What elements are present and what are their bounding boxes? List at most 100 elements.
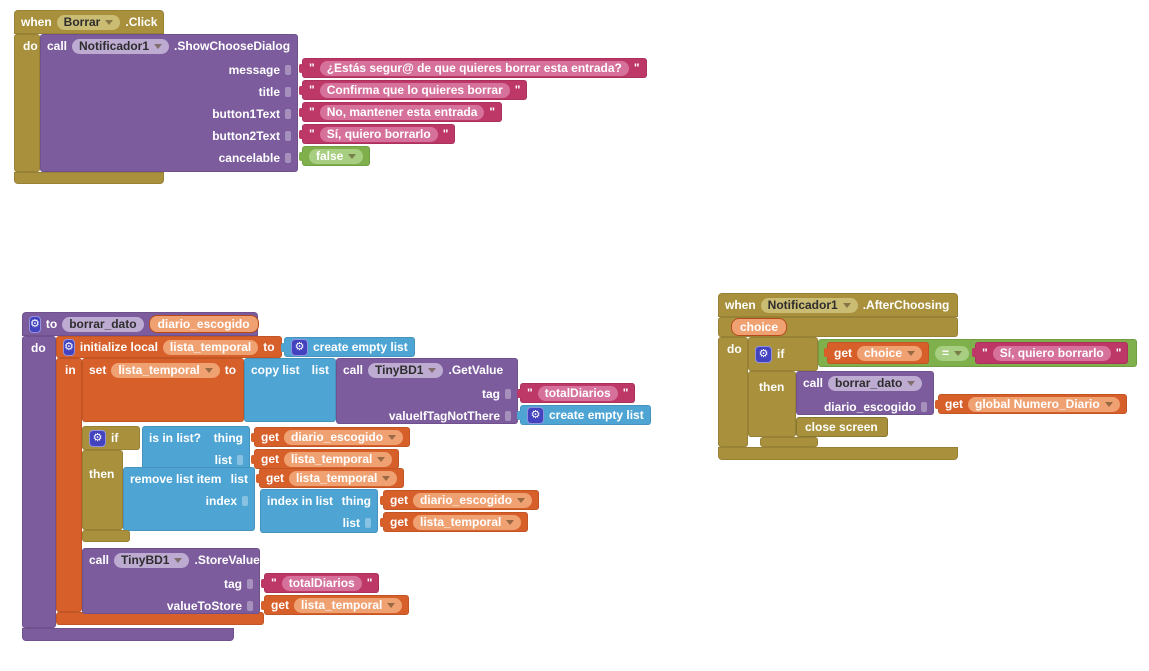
- local-var-name-field[interactable]: lista_temporal: [162, 339, 259, 355]
- block-index-in-list[interactable]: index in list thing list: [260, 489, 378, 533]
- if-footer[interactable]: [760, 437, 818, 447]
- block-when-borrar-click[interactable]: when Borrar .Click do call Notificador1 …: [14, 10, 694, 190]
- procedure-dropdown[interactable]: borrar_dato: [828, 375, 923, 391]
- component-dropdown-borrar[interactable]: Borrar: [56, 14, 121, 30]
- socket-icon: [505, 411, 511, 421]
- block-close-screen[interactable]: close screen: [796, 417, 888, 437]
- var-dropdown[interactable]: lista_temporal: [284, 451, 393, 467]
- get-keyword: get: [834, 346, 852, 360]
- when-afterchoosing-header[interactable]: when Notificador1 .AfterChoosing: [718, 293, 958, 317]
- component-dropdown-notificador1[interactable]: Notificador1: [72, 38, 170, 54]
- when-borrar-header[interactable]: when Borrar .Click: [14, 10, 164, 34]
- mutator-gear-icon[interactable]: ⚙: [89, 429, 106, 447]
- block-logic-equals[interactable]: get choice = " Sí, quiero borrarlo ": [818, 339, 1138, 367]
- component-name: Borrar: [63, 15, 101, 29]
- logic-false-block[interactable]: false: [298, 146, 371, 166]
- text-block-totaldiarios-2[interactable]: " totalDiarios ": [260, 573, 380, 593]
- text-block-button2text[interactable]: " Sí, quiero borrarlo ": [298, 124, 456, 144]
- component-dropdown-notificador1[interactable]: Notificador1: [760, 297, 858, 313]
- var-dropdown[interactable]: diario_escogido: [284, 429, 404, 445]
- block-get-diario-escogido-1[interactable]: get diario_escogido: [250, 427, 411, 447]
- is-in-list-keyword: is in list?: [149, 431, 202, 445]
- text-field[interactable]: totalDiarios: [537, 385, 618, 401]
- var-dropdown[interactable]: global Numero_Diario: [968, 396, 1120, 412]
- block-get-lista-temporal-2[interactable]: get lista_temporal: [255, 468, 405, 488]
- block-procedure-borrar-dato[interactable]: ⚙ to borrar_dato diario_escogido do ⚙ in…: [22, 312, 702, 647]
- block-get-lista-temporal-3[interactable]: get lista_temporal: [379, 512, 529, 532]
- text-field[interactable]: No, mantener esta entrada: [319, 104, 485, 120]
- get-keyword: get: [266, 471, 284, 485]
- var-dropdown[interactable]: lista_temporal: [294, 597, 403, 613]
- block-create-empty-list-1[interactable]: ⚙ create empty list: [281, 337, 415, 357]
- operator-dropdown[interactable]: =: [935, 345, 970, 361]
- block-copy-list[interactable]: copy list list: [244, 358, 336, 422]
- procedure-header[interactable]: ⚙ to borrar_dato diario_escogido: [22, 312, 259, 336]
- text-field[interactable]: Sí, quiero borrarlo: [992, 345, 1111, 361]
- component-name: TinyBD1: [375, 363, 424, 377]
- text-field[interactable]: Confirma que lo quieres borrar: [319, 82, 510, 98]
- procedure-name-field[interactable]: borrar_dato: [62, 316, 144, 332]
- then-gutter[interactable]: then: [82, 450, 123, 530]
- block-get-lista-temporal-1[interactable]: get lista_temporal: [250, 449, 400, 469]
- if-footer[interactable]: [82, 530, 130, 542]
- block-call-borrar-dato[interactable]: call borrar_dato diario_escogido: [796, 371, 934, 415]
- set-row: set lista_temporal to: [83, 359, 243, 381]
- block-initialize-local-header[interactable]: ⚙ initialize local lista_temporal to: [56, 336, 282, 358]
- block-when-notificador-afterchoosing[interactable]: when Notificador1 .AfterChoosing choice …: [718, 293, 1148, 463]
- block-call-showchoosedialog[interactable]: call Notificador1 .ShowChooseDialog mess…: [40, 34, 298, 172]
- var-dropdown[interactable]: diario_escogido: [413, 492, 533, 508]
- do-gutter[interactable]: do: [14, 34, 40, 172]
- when-borrar-footer[interactable]: [14, 172, 164, 184]
- initialize-local-keyword: initialize local: [79, 340, 158, 354]
- block-get-global-numero-diario[interactable]: get global Numero_Diario: [935, 394, 1127, 414]
- false-dropdown[interactable]: false: [309, 148, 364, 164]
- do-gutter[interactable]: do: [22, 336, 56, 628]
- set-var-dropdown[interactable]: lista_temporal: [111, 362, 220, 378]
- block-call-storevalue[interactable]: call TinyBD1 .StoreValue tag valueToStor…: [82, 548, 260, 614]
- arg-label-diario-escogido: diario_escogido: [824, 396, 927, 418]
- block-create-empty-list-2[interactable]: ⚙ create empty list: [517, 405, 651, 425]
- param-badge-diario-escogido[interactable]: diario_escogido: [148, 315, 259, 333]
- text-block-button1text[interactable]: " No, mantener esta entrada ": [298, 102, 503, 122]
- param-badge-choice[interactable]: choice: [731, 318, 788, 336]
- socket-icon: [505, 389, 511, 399]
- block-get-choice[interactable]: get choice: [823, 342, 930, 364]
- param-label-title: title: [259, 81, 291, 103]
- block-is-in-list[interactable]: is in list? thing list: [142, 426, 250, 470]
- block-if-header[interactable]: ⚙ if: [748, 337, 818, 371]
- in-gutter[interactable]: in: [56, 358, 82, 612]
- text-block-si-quiero-borrarlo[interactable]: " Sí, quiero borrarlo ": [972, 342, 1129, 364]
- mutator-gear-icon[interactable]: ⚙: [527, 406, 544, 424]
- text-block-message[interactable]: " ¿Estás segur@ de que quieres borrar es…: [299, 58, 647, 78]
- when-afterchoosing-footer[interactable]: [718, 447, 958, 460]
- text-field[interactable]: totalDiarios: [281, 575, 362, 591]
- block-call-getvalue[interactable]: call TinyBD1 .GetValue tag valueIfTagNot…: [336, 358, 518, 424]
- block-get-lista-temporal-4[interactable]: get lista_temporal: [260, 595, 410, 615]
- block-set-lista-temporal[interactable]: set lista_temporal to: [82, 358, 244, 422]
- then-gutter[interactable]: then: [748, 371, 796, 437]
- var-name: lista_temporal: [291, 452, 373, 466]
- text-block-title[interactable]: " Confirma que lo quieres borrar ": [298, 80, 528, 100]
- block-get-diario-escogido-2[interactable]: get diario_escogido: [379, 490, 540, 510]
- component-dropdown-tinybd1[interactable]: TinyBD1: [114, 552, 190, 568]
- text-field[interactable]: ¿Estás segur@ de que quieres borrar esta…: [319, 60, 629, 76]
- text-block-totaldiarios-1[interactable]: " totalDiarios ": [516, 383, 636, 403]
- text-field[interactable]: Sí, quiero borrarlo: [319, 126, 438, 142]
- socket-icon: [242, 496, 248, 506]
- mutator-gear-icon[interactable]: ⚙: [291, 338, 308, 356]
- block-if-header[interactable]: ⚙ if: [82, 426, 140, 450]
- var-dropdown[interactable]: lista_temporal: [289, 470, 398, 486]
- block-remove-list-item[interactable]: remove list item list index: [123, 467, 255, 531]
- do-gutter[interactable]: do: [718, 337, 748, 447]
- var-dropdown[interactable]: lista_temporal: [413, 514, 522, 530]
- socket-icon: [237, 455, 243, 465]
- quote-mark: ": [527, 386, 533, 400]
- var-dropdown[interactable]: choice: [857, 345, 923, 361]
- component-dropdown-tinybd1[interactable]: TinyBD1: [368, 362, 444, 378]
- mutator-gear-icon[interactable]: ⚙: [755, 345, 772, 363]
- event-param-row[interactable]: choice: [718, 317, 958, 337]
- procedure-footer[interactable]: [22, 628, 234, 641]
- mutator-gear-icon[interactable]: ⚙: [63, 338, 75, 356]
- mutator-gear-icon[interactable]: ⚙: [29, 315, 41, 333]
